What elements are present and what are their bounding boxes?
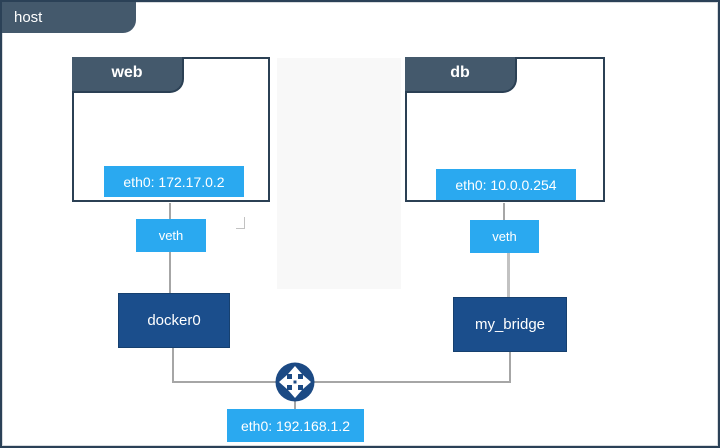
host-tab: host bbox=[2, 2, 136, 33]
container-web: web eth0: 172.17.0.2 bbox=[72, 57, 270, 202]
connector-db-to-veth bbox=[503, 203, 505, 221]
docker0-bridge-node: docker0 bbox=[118, 293, 230, 348]
connector-web-to-veth bbox=[169, 203, 171, 220]
host-label: host bbox=[14, 9, 43, 26]
container-web-tab: web bbox=[72, 57, 184, 93]
connector-mybridge-to-bus bbox=[509, 352, 511, 383]
connector-veth-to-docker0 bbox=[169, 252, 171, 294]
container-web-title: web bbox=[111, 64, 143, 81]
connector-router-to-eth bbox=[294, 401, 296, 409]
connector-bus-line bbox=[172, 381, 511, 383]
host-eth0-label: eth0: 192.168.1.2 bbox=[227, 409, 364, 442]
my-bridge-node: my_bridge bbox=[453, 297, 567, 352]
db-eth0-label: eth0: 10.0.0.254 bbox=[436, 169, 576, 200]
veth-right-node: veth bbox=[470, 220, 539, 253]
faint-background-block bbox=[277, 58, 401, 289]
stray-mark bbox=[236, 217, 245, 229]
container-db-tab: db bbox=[405, 57, 517, 93]
web-eth0-label: eth0: 172.17.0.2 bbox=[104, 166, 244, 197]
container-db-title: db bbox=[450, 64, 470, 81]
crossed-arrows-router-icon bbox=[275, 362, 315, 402]
connector-docker0-to-bus bbox=[172, 348, 174, 383]
connector-veth-to-mybridge bbox=[507, 253, 510, 298]
veth-left-node: veth bbox=[136, 219, 206, 252]
container-db: db eth0: 10.0.0.254 bbox=[405, 57, 605, 202]
